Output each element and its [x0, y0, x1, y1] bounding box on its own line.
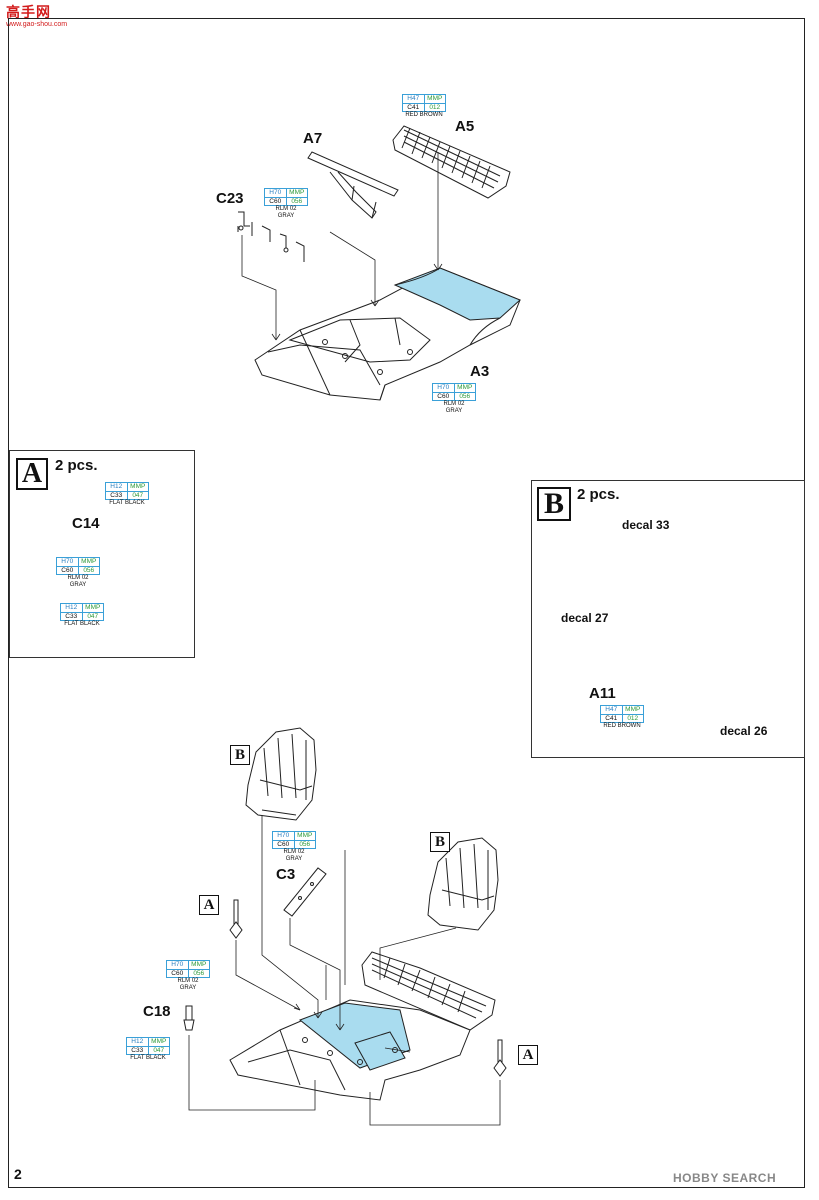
ref-box-a-left: A	[199, 895, 219, 915]
label-c18: C18	[143, 1003, 171, 1020]
inset-a-count: 2 pcs.	[55, 457, 98, 474]
lever-bottom-right-drawing	[493, 1039, 507, 1077]
watermark: HOBBY SEARCH	[673, 1171, 777, 1185]
seat-b1-drawing	[245, 727, 317, 821]
label-decal-33: decal 33	[622, 518, 670, 532]
label-c14: C14	[72, 515, 100, 532]
inset-b-letter: B	[537, 487, 571, 521]
floor-bottom-drawing	[229, 999, 471, 1101]
ref-box-b-right: B	[430, 832, 450, 852]
label-a5: A5	[455, 118, 475, 135]
ref-box-a-right: A	[518, 1045, 538, 1065]
lever-bottom-left-drawing	[229, 899, 243, 939]
floor-a3-drawing	[254, 267, 521, 401]
cushion-a5-drawing	[392, 125, 511, 199]
site-logo: 高手网	[6, 4, 51, 20]
inset-a-letter: A	[16, 458, 48, 490]
label-decal-26: decal 26	[720, 724, 768, 738]
inset-b-count: 2 pcs.	[577, 486, 620, 503]
part-c3-drawing	[283, 867, 327, 917]
label-c23: C23	[216, 190, 244, 207]
label-c3: C3	[276, 866, 296, 883]
label-a3: A3	[470, 363, 490, 380]
label-a11: A11	[589, 685, 616, 702]
label-decal-27: decal 27	[561, 611, 609, 625]
ref-box-b-left: B	[230, 745, 250, 765]
parts-c23-drawing	[237, 211, 305, 262]
frame-a7-drawing	[307, 151, 399, 219]
inset-a: A 2 pcs.	[9, 450, 195, 658]
part-c18-drawing	[183, 1005, 195, 1031]
site-url: www.gao-shou.com	[6, 21, 68, 28]
page-number: 2	[14, 1166, 22, 1182]
seat-b2-drawing	[427, 837, 499, 931]
label-a7: A7	[303, 130, 323, 147]
inset-b: B 2 pcs.	[531, 480, 805, 758]
